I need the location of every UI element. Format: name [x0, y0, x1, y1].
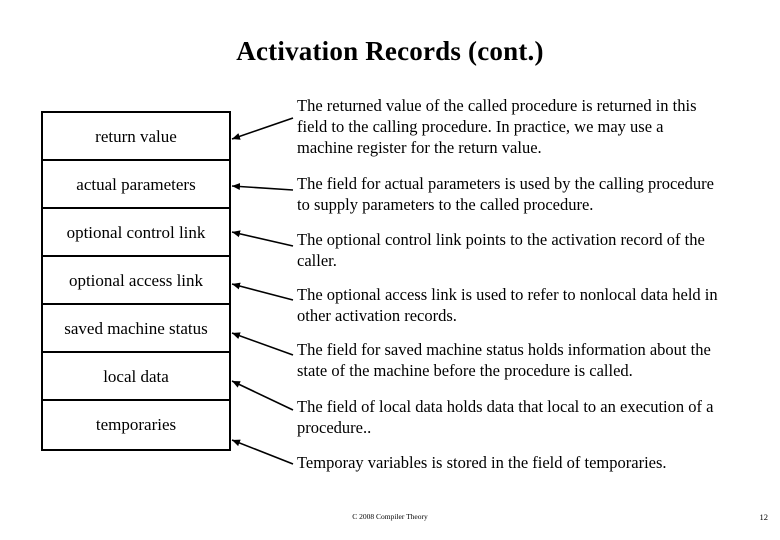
record-field-actual-parameters: actual parameters [43, 161, 229, 209]
description-return-value: The returned value of the called procedu… [297, 96, 697, 157]
record-field-saved-machine-status: saved machine status [43, 305, 229, 353]
arrow-saved-machine-status [231, 332, 294, 356]
record-field-optional-access-link: optional access link [43, 257, 229, 305]
description-temporaries: Temporay variables is stored in the fiel… [297, 453, 667, 472]
arrow-optional-access-link [231, 282, 294, 301]
description-optional-control-link: The optional control link points to the … [297, 230, 705, 270]
arrow-optional-control-link [231, 230, 294, 247]
page-title: Activation Records (cont.) [236, 36, 544, 66]
record-field-return-value: return value [43, 113, 229, 161]
arrow-temporaries [231, 439, 294, 465]
page-number: 12 [759, 512, 769, 522]
record-field-optional-control-link: optional control link [43, 209, 229, 257]
arrow-return-value [231, 117, 294, 140]
description-optional-access-link: The optional access link is used to refe… [297, 285, 718, 325]
footer-note: C 2008 Compiler Theory [352, 512, 428, 521]
record-field-local-data: local data [43, 353, 229, 401]
record-field-temporaries: temporaries [95, 415, 177, 434]
arrow-local-data [231, 380, 294, 411]
description-actual-parameters: The field for actual parameters is used … [297, 174, 714, 214]
activation-record-diagram: return value actual parameters optional … [41, 111, 231, 451]
description-local-data: The field of local data holds data that … [297, 397, 714, 437]
description-saved-machine-status: The field for saved machine status holds… [297, 340, 711, 380]
arrow-actual-parameters [231, 183, 294, 191]
